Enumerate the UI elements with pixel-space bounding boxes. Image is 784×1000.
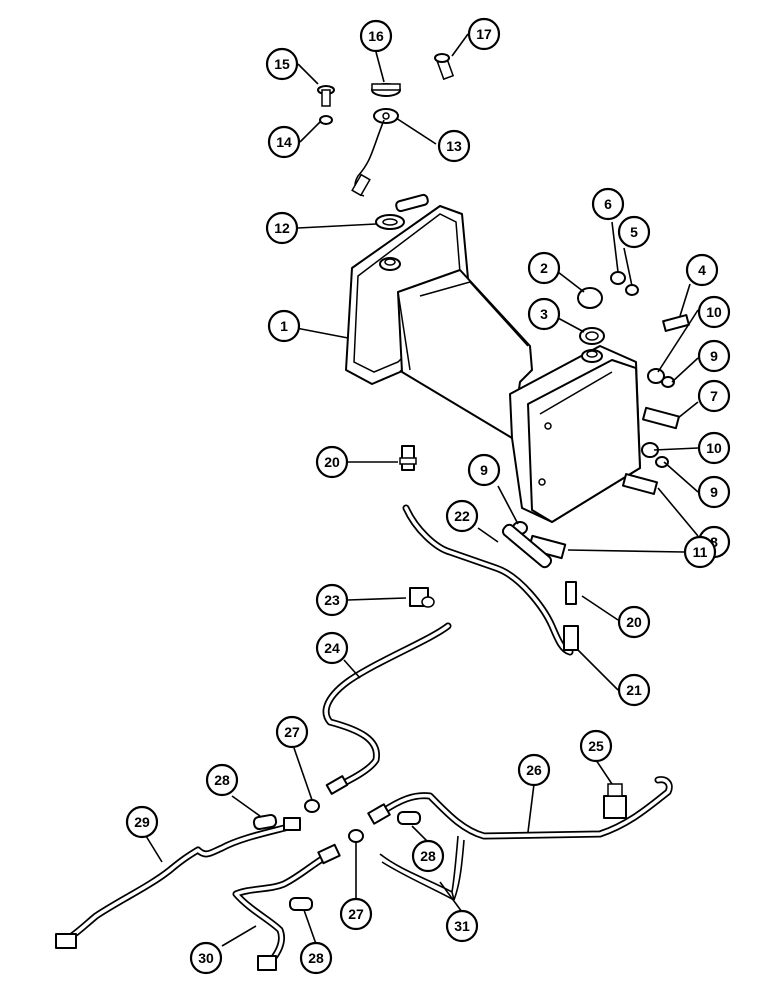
callout-2: 2 (527, 251, 561, 285)
callout-26: 26 (517, 753, 551, 787)
svg-text:26: 26 (526, 762, 542, 778)
svg-text:30: 30 (198, 950, 214, 966)
svg-text:9: 9 (480, 462, 488, 478)
svg-text:16: 16 (368, 28, 384, 44)
callout-9-bolt: 9 (467, 453, 501, 487)
callout-27-lower: 27 (339, 897, 373, 931)
svg-text:22: 22 (454, 508, 470, 524)
callout-4: 4 (685, 253, 719, 287)
svg-text:29: 29 (134, 814, 150, 830)
svg-text:9: 9 (710, 348, 718, 364)
svg-text:20: 20 (626, 614, 642, 630)
svg-text:21: 21 (626, 682, 642, 698)
svg-text:1: 1 (280, 318, 288, 334)
fuel-sender-assembly (317, 53, 455, 230)
callouts: 1 2 3 4 5 6 7 8 9 9 9 10 10 11 12 13 14 … (125, 17, 731, 975)
svg-text:5: 5 (630, 224, 638, 240)
callout-20-upper: 20 (315, 445, 349, 479)
svg-text:11: 11 (693, 544, 708, 560)
svg-text:4: 4 (698, 262, 706, 278)
callout-20-lower: 20 (617, 605, 651, 639)
callout-28-upper: 28 (205, 763, 239, 797)
svg-text:13: 13 (446, 138, 462, 154)
svg-text:7: 7 (710, 388, 718, 404)
callout-25: 25 (579, 729, 613, 763)
callout-16: 16 (359, 19, 393, 53)
svg-text:17: 17 (476, 26, 492, 42)
svg-text:27: 27 (284, 724, 300, 740)
svg-text:6: 6 (604, 196, 612, 212)
callout-27-upper: 27 (275, 715, 309, 749)
callout-1: 1 (267, 309, 301, 343)
svg-text:28: 28 (420, 848, 436, 864)
callout-11: 11 (683, 535, 717, 569)
callout-13: 13 (437, 129, 471, 163)
fuel-tank (345, 205, 641, 523)
svg-text:15: 15 (274, 56, 290, 72)
callout-22: 22 (445, 499, 479, 533)
svg-text:12: 12 (274, 220, 290, 236)
line-fittings (55, 445, 627, 971)
callout-15: 15 (265, 47, 299, 81)
svg-text:27: 27 (348, 906, 364, 922)
svg-text:2: 2 (540, 260, 548, 276)
svg-text:25: 25 (588, 738, 604, 754)
svg-text:20: 20 (324, 454, 340, 470)
tank-fittings (501, 271, 690, 569)
callout-10-upper: 10 (697, 295, 731, 329)
callout-17: 17 (467, 17, 501, 51)
fuel-lines (62, 504, 673, 964)
svg-text:3: 3 (540, 306, 548, 322)
svg-text:23: 23 (324, 592, 340, 608)
svg-text:28: 28 (214, 772, 230, 788)
callout-6: 6 (591, 187, 625, 221)
svg-text:9: 9 (710, 484, 718, 500)
callout-30: 30 (189, 941, 223, 975)
callout-9-lower: 9 (697, 475, 731, 509)
callout-21: 21 (617, 673, 651, 707)
callout-9-upper: 9 (697, 339, 731, 373)
svg-text:8: 8 (710, 534, 718, 550)
svg-text:28: 28 (308, 950, 324, 966)
callout-31: 31 (445, 909, 479, 943)
callout-28-lower: 28 (299, 941, 333, 975)
svg-text:10: 10 (706, 440, 722, 456)
callout-14: 14 (267, 125, 301, 159)
svg-text:10: 10 (706, 304, 722, 320)
callout-29: 29 (125, 805, 159, 839)
callout-23: 23 (315, 583, 349, 617)
callout-3: 3 (527, 297, 561, 331)
leader-lines (145, 33, 699, 947)
svg-text:14: 14 (276, 134, 292, 150)
svg-text:31: 31 (454, 918, 470, 934)
callout-12: 12 (265, 211, 299, 245)
callout-7: 7 (697, 379, 731, 413)
callout-10-lower: 10 (697, 431, 731, 465)
callout-28-middle: 28 (411, 839, 445, 873)
callout-5: 5 (617, 215, 651, 249)
callout-24: 24 (315, 631, 349, 665)
svg-text:24: 24 (324, 640, 340, 656)
